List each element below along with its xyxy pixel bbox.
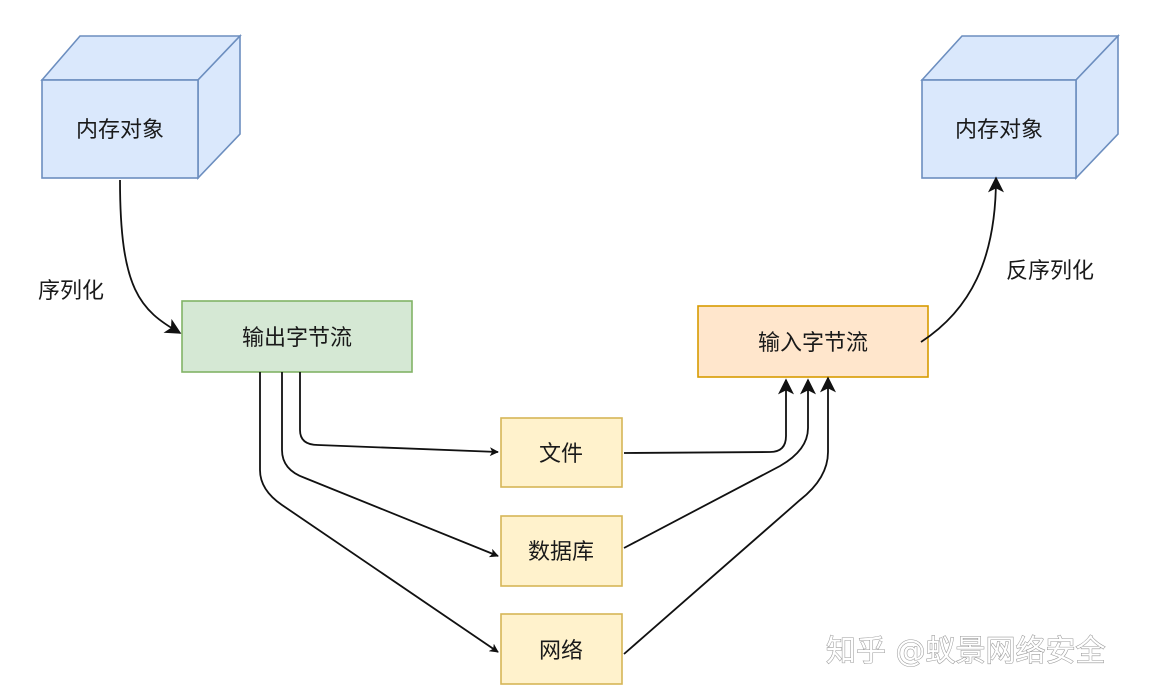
database-label: 数据库	[528, 540, 594, 565]
memory-object-left-label: 内存对象	[76, 118, 164, 143]
deserialize-label: 反序列化	[1006, 259, 1094, 284]
input-stream-node: 输入字节流	[697, 305, 929, 378]
output-stream-box	[181, 300, 413, 373]
deserialize-arrow	[920, 176, 1004, 343]
database-node: 数据库	[500, 515, 623, 587]
output-stream-node: 输出字节流	[181, 300, 413, 373]
network-node: 网络	[500, 613, 623, 685]
input-stream-box	[697, 305, 929, 378]
cube-front-face	[921, 79, 1077, 179]
database-to-input-arrow	[623, 378, 816, 549]
memory-object-left-node: 内存对象	[40, 34, 242, 180]
file-node: 文件	[500, 417, 623, 488]
input-stream-label: 输入字节流	[758, 331, 868, 356]
output-to-network-arrow	[259, 372, 499, 653]
network-to-input-arrow	[623, 376, 836, 655]
database-box	[500, 515, 623, 587]
network-label: 网络	[539, 639, 583, 664]
output-to-database-arrow	[281, 372, 499, 558]
memory-object-right-label: 内存对象	[955, 118, 1043, 143]
file-to-input-arrow	[623, 378, 794, 454]
serialize-label: 序列化	[38, 279, 104, 304]
file-box	[500, 417, 623, 488]
cube-front-face	[41, 79, 199, 179]
watermark-text: 知乎 @蚁景网络安全	[826, 634, 1106, 669]
output-to-file-arrow	[299, 372, 499, 457]
output-stream-label: 输出字节流	[242, 326, 352, 351]
network-box	[500, 613, 623, 685]
file-label: 文件	[539, 442, 583, 467]
serialize-arrow	[119, 179, 182, 334]
memory-object-right-node: 内存对象	[920, 34, 1120, 180]
